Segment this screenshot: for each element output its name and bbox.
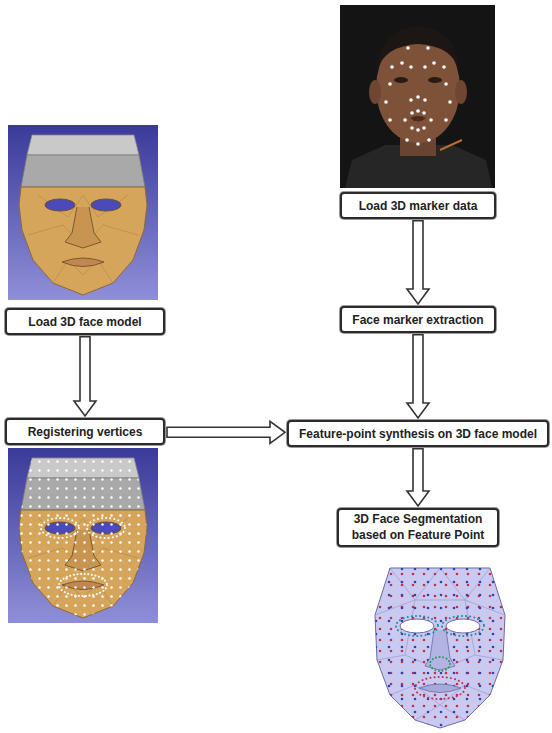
marker-dot	[403, 118, 407, 122]
marker-dot	[416, 142, 420, 146]
marker-dot	[400, 61, 404, 65]
process-box: 3D Face Segmentation based on Feature Po…	[337, 508, 499, 547]
process-box: Load 3D face model	[5, 308, 165, 335]
vertex-ring	[87, 518, 125, 538]
marker-dot	[422, 126, 426, 130]
block-arrow	[407, 221, 429, 304]
nose-ring	[430, 657, 450, 671]
registered-face-picture	[8, 448, 158, 623]
marker-dot	[405, 138, 409, 142]
block-arrow	[167, 421, 285, 443]
box-label: Load 3D face model	[28, 315, 141, 331]
mouth	[419, 684, 461, 693]
vertex-dots	[19, 458, 147, 618]
segmented-face-picture	[375, 568, 505, 728]
marker-dot	[409, 98, 413, 102]
marker-dots	[384, 46, 452, 146]
eye	[428, 77, 442, 83]
marker-dot	[442, 65, 446, 69]
marker-dot	[384, 100, 388, 104]
box-label: Load 3D marker data	[359, 199, 478, 215]
marker-dot	[409, 65, 413, 69]
feature-dots	[375, 568, 505, 728]
marker-dot	[448, 100, 452, 104]
process-box: Registering vertices	[5, 418, 165, 445]
marker-photo	[340, 5, 495, 188]
marker-dot	[410, 126, 414, 130]
box-label: 3D Face Segmentation based on Feature Po…	[345, 512, 491, 543]
process-box: Feature-point synthesis on 3D face model	[287, 420, 549, 447]
vertex-ring	[41, 518, 79, 538]
marker-dot	[444, 82, 448, 86]
nose	[425, 630, 455, 670]
mouth-ring	[415, 677, 465, 699]
eye-ring	[396, 616, 438, 636]
ear	[369, 80, 381, 104]
eye-hole	[400, 619, 434, 633]
eye	[394, 77, 408, 83]
box-label: Face marker extraction	[352, 313, 483, 329]
ear	[455, 80, 467, 104]
marker-dot	[390, 65, 394, 69]
marker-dot	[429, 118, 433, 122]
marker-dot	[416, 128, 420, 132]
marker-dot	[416, 95, 420, 99]
box-label: Feature-point synthesis on 3D face model	[299, 427, 537, 443]
photo-ground	[340, 5, 495, 188]
marker-dot	[388, 118, 392, 122]
block-arrow	[407, 449, 429, 506]
marker-dot	[444, 118, 448, 122]
wire	[440, 140, 462, 150]
feature-dots	[375, 568, 505, 728]
marker-dot	[422, 111, 426, 115]
block-arrow	[407, 335, 429, 418]
face-model	[8, 448, 158, 623]
eye-hole	[446, 619, 480, 633]
marker-dot	[426, 46, 430, 50]
marker-dot	[423, 98, 427, 102]
marker-dot	[427, 138, 431, 142]
marker-dot	[432, 61, 436, 65]
process-box: Load 3D marker data	[340, 192, 496, 219]
face-mesh	[375, 568, 505, 728]
marker-dot	[406, 46, 410, 50]
marker-dot	[416, 109, 420, 113]
eye-ring	[442, 616, 484, 636]
marker-dot	[388, 82, 392, 86]
marker-dot	[423, 65, 427, 69]
block-arrow	[74, 337, 96, 416]
mouth	[410, 116, 426, 122]
marker-dot	[410, 111, 414, 115]
process-box: Face marker extraction	[340, 306, 496, 333]
hair	[377, 26, 459, 70]
face-model-picture	[8, 125, 158, 300]
face-model	[8, 125, 158, 300]
box-label: Registering vertices	[28, 425, 143, 441]
vertex-ring	[59, 574, 107, 596]
